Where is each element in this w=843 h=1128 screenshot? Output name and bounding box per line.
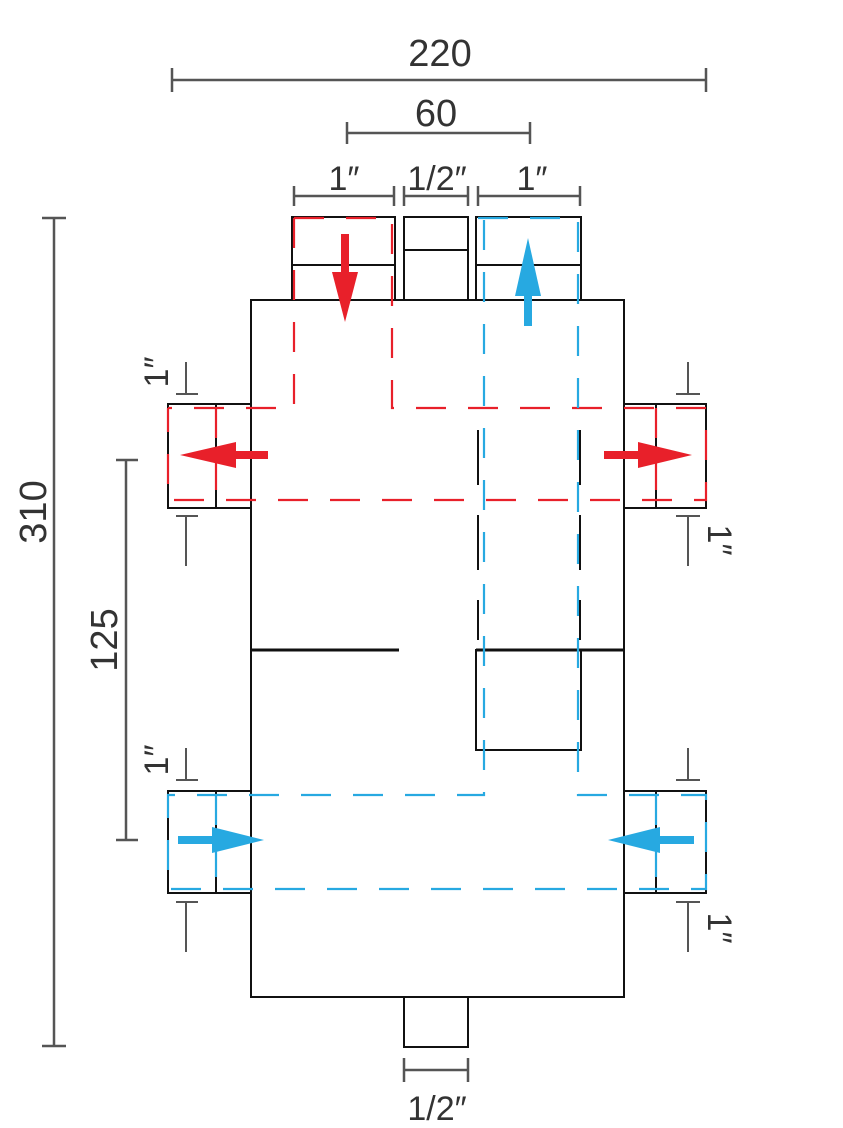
lower-left-port-label: 1″ bbox=[138, 745, 176, 776]
cold-left-inlet-arrow bbox=[178, 827, 264, 853]
top-middle-port bbox=[403, 216, 469, 301]
hot-left-outlet-arrow bbox=[180, 442, 268, 468]
upper-left-port-size: 1″ bbox=[138, 357, 198, 566]
upper-left-port-label: 1″ bbox=[138, 357, 176, 388]
overall-height-label: 310 bbox=[13, 480, 55, 543]
upper-right-port-size: 1″ bbox=[676, 362, 738, 566]
internal-chamber bbox=[475, 649, 582, 751]
side-spacing-label: 125 bbox=[84, 608, 126, 671]
cold-right-inlet-arrow bbox=[608, 827, 694, 853]
dimension-overall-height: 310 bbox=[13, 216, 66, 1048]
bottom-port-label: 1/2″ bbox=[407, 1090, 466, 1128]
internal-hidden-lines bbox=[477, 430, 581, 640]
overall-width-label: 220 bbox=[408, 33, 471, 75]
top-right-port-label: 1″ bbox=[517, 160, 548, 198]
dimension-top-ports: 1″ 1/2″ 1″ bbox=[292, 160, 582, 206]
lower-right-port-label: 1″ bbox=[700, 913, 738, 944]
dimension-overall-width: 220 bbox=[170, 33, 708, 92]
top-middle-port-label: 1/2″ bbox=[407, 160, 466, 198]
lower-right-port-size: 1″ bbox=[676, 748, 738, 952]
bottom-port bbox=[403, 996, 469, 1048]
hot-flow-path bbox=[166, 216, 708, 502]
top-left-port-label: 1″ bbox=[329, 160, 360, 198]
dimension-center-distance: 60 bbox=[345, 93, 532, 144]
cold-flow-path bbox=[166, 216, 708, 891]
upper-right-port-label: 1″ bbox=[700, 525, 738, 556]
lower-left-port-size: 1″ bbox=[138, 745, 198, 952]
dimension-side-spacing: 125 bbox=[84, 458, 138, 842]
center-distance-label: 60 bbox=[415, 93, 457, 135]
hot-inlet-arrow bbox=[332, 234, 358, 322]
dimension-bottom-port: 1/2″ bbox=[402, 1058, 470, 1128]
hot-right-outlet-arrow bbox=[604, 442, 692, 468]
cold-outlet-arrow bbox=[515, 238, 541, 326]
